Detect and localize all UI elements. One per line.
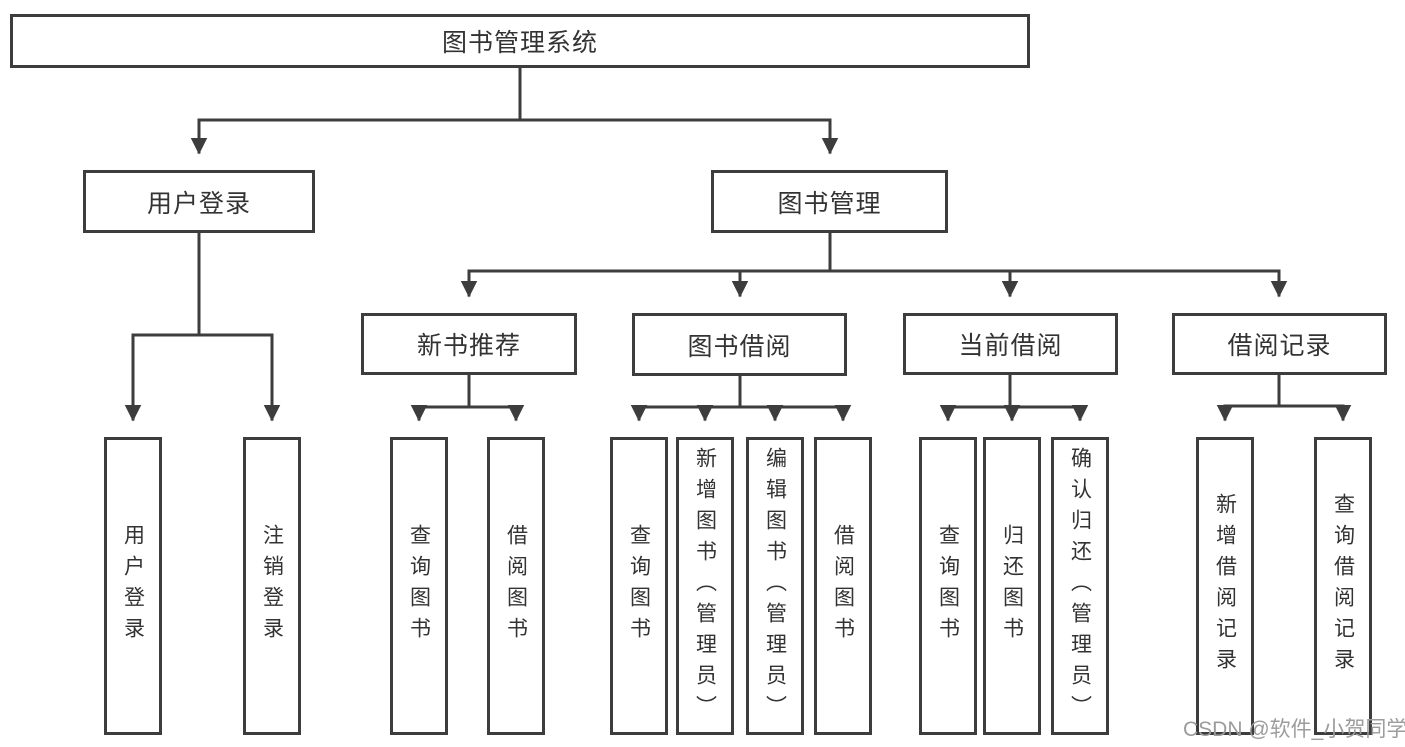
node-add-books-admin: 新增图书（管理员）: [676, 437, 734, 735]
connector-borrowing-records-split: [1216, 373, 1352, 422]
node-label: 借阅图书: [831, 524, 855, 648]
node-label: 新增借阅记录: [1213, 493, 1237, 679]
watermark-text: CSDN @软件_小贺同学: [1183, 718, 1405, 741]
node-edit-books-admin: 编辑图书（管理员）: [746, 437, 804, 735]
node-borrow-books-recommend: 借阅图书: [487, 437, 545, 735]
node-user-login: 用户登录: [104, 437, 162, 735]
node-borrowing-records: 借阅记录: [1172, 313, 1387, 375]
node-label: 用户登录: [121, 524, 145, 648]
node-query-books-recommend: 查询图书: [390, 437, 448, 735]
node-book-borrowing: 图书借阅: [632, 313, 847, 376]
connector-book-management-split: [460, 231, 1288, 298]
node-label: 借阅图书: [504, 524, 528, 648]
node-query-books-borrowing: 查询图书: [610, 437, 668, 735]
node-add-borrow-record: 新增借阅记录: [1196, 437, 1254, 735]
connector-current-borrowing-split: [939, 373, 1089, 422]
connector-root-split: [190, 66, 839, 155]
connector-new-book-split: [410, 373, 525, 422]
node-label: 确认归还（管理员）: [1068, 446, 1092, 726]
node-borrow-books: 借阅图书: [814, 437, 872, 735]
node-user-login-branch: 用户登录: [83, 170, 315, 233]
node-label: 归还图书: [1000, 524, 1024, 648]
connector-book-borrowing-split: [630, 374, 852, 422]
node-query-borrow-record: 查询借阅记录: [1314, 437, 1372, 735]
node-label: 查询借阅记录: [1331, 493, 1355, 679]
node-label: 新增图书（管理员）: [693, 446, 717, 726]
node-confirm-return-admin: 确认归还（管理员）: [1051, 437, 1109, 735]
node-label: 查询图书: [407, 524, 431, 648]
node-library-management-system: 图书管理系统: [10, 14, 1030, 68]
node-new-book-recommendation: 新书推荐: [361, 313, 577, 375]
node-label: 查询图书: [627, 524, 651, 648]
node-logout: 注销登录: [243, 437, 301, 735]
node-book-management: 图书管理: [711, 170, 948, 233]
node-query-books-current: 查询图书: [919, 437, 977, 735]
node-label: 注销登录: [260, 524, 284, 648]
node-label: 编辑图书（管理员）: [763, 446, 787, 726]
node-label: 查询图书: [936, 524, 960, 648]
node-current-borrowing: 当前借阅: [903, 313, 1118, 375]
connector-user-login-split: [124, 231, 281, 422]
node-return-books: 归还图书: [983, 437, 1041, 735]
